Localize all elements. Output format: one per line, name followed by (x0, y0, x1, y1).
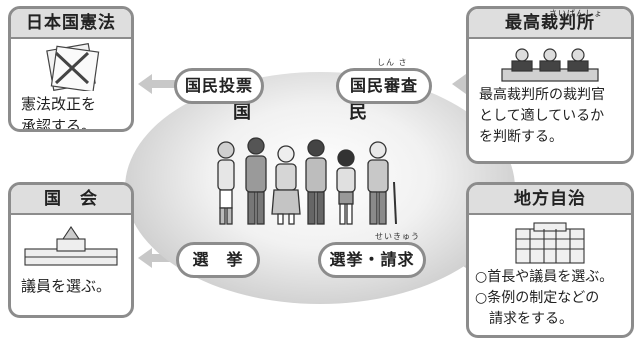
diet-line-1: 議員を選ぶ。 (21, 277, 112, 295)
arrow-to-diet (138, 248, 176, 268)
local-gov-text: ○首長や議員を選ぶ。 ○条例の制定などの 請求をする。 (469, 265, 631, 335)
supreme-court-line-2: として適しているか (479, 108, 605, 124)
review-ruby: しん さ (377, 58, 408, 67)
arrow-to-constitution (138, 74, 176, 94)
center-label: 国 民 (233, 102, 407, 123)
city-hall-icon (515, 222, 585, 264)
supreme-court-line-3: を判断する。 (479, 129, 563, 145)
document-ribbon-icon (46, 43, 100, 91)
supreme-court-ruby: さいばんしょ (549, 9, 603, 18)
supreme-court-line-1: 最高裁判所の裁判官 (479, 87, 605, 103)
people-icon (217, 137, 397, 225)
local-gov-line-3: 請求をする。 (475, 311, 573, 327)
constitution-box: 日本国憲法 憲法改正を 承認する。 (8, 6, 134, 132)
review-pill: しん さ 国民審査 (336, 59, 432, 104)
diet-title: 国 会 (11, 185, 131, 215)
referendum-pill: 国民投票 (174, 68, 264, 104)
election-petition-ruby: せいきゅう (375, 232, 420, 241)
local-gov-box: 地方自治 ○首長や議員を選ぶ。 ○条例の制定などの 請求をする。 (466, 182, 634, 338)
constitution-line-2: 承認する。 (21, 117, 97, 132)
diet-text: 議員を選ぶ。 (11, 269, 131, 303)
supreme-court-title-text: 最高裁判所 (505, 13, 595, 33)
judges-icon (501, 48, 599, 82)
election-petition-label: 選挙・請求 (329, 250, 415, 269)
local-gov-line-1: ○首長や議員を選ぶ。 (475, 269, 614, 285)
diet-building-icon (24, 226, 118, 266)
supreme-court-text: 最高裁判所の裁判官 として適しているか を判断する。 (469, 83, 631, 154)
local-gov-title: 地方自治 (469, 185, 631, 215)
constitution-title: 日本国憲法 (11, 9, 131, 39)
constitution-text: 憲法改正を 承認する。 (11, 91, 131, 132)
supreme-court-title: さいばんしょ 最高裁判所 (469, 9, 631, 39)
election-pill: 選 挙 (176, 242, 260, 278)
local-gov-line-2: ○条例の制定などの (475, 290, 600, 306)
supreme-court-box: さいばんしょ 最高裁判所 最高裁判所の裁判官 として適しているか を判断する。 (466, 6, 634, 164)
election-petition-pill: せいきゅう 選挙・請求 (318, 233, 426, 278)
constitution-line-1: 憲法改正を (21, 95, 97, 113)
diet-box: 国 会 議員を選ぶ。 (8, 182, 134, 318)
review-label: 国民審査 (349, 76, 418, 95)
